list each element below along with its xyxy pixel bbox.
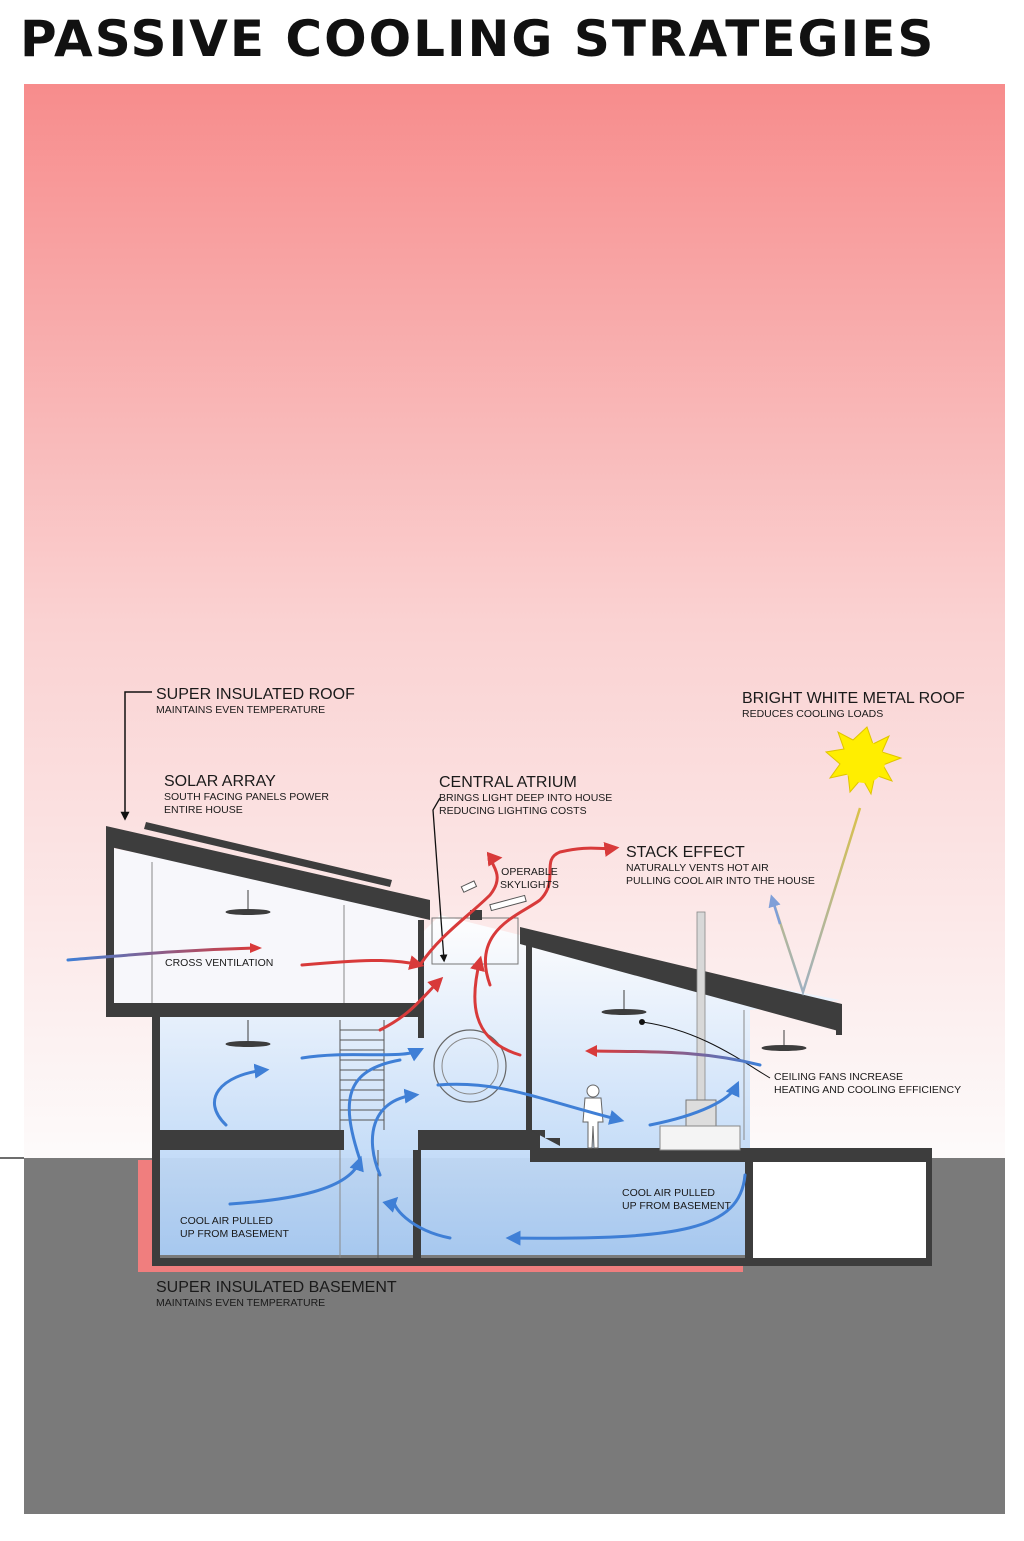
stack-title: STACK EFFECT [626, 844, 745, 861]
label-operable-skylights: OPERABLE SKYLIGHTS [500, 866, 559, 892]
cool-air-left-line-1: COOL AIR PULLED [180, 1215, 273, 1227]
label-super-insulated-roof: SUPER INSULATED ROOF MAINTAINS EVEN TEMP… [156, 686, 355, 717]
right-roof [520, 927, 842, 1032]
skylights-line-1: OPERABLE [501, 866, 558, 878]
hot-air-arrow [483, 841, 620, 987]
fan-leader-line [641, 1021, 771, 1079]
cool-air-arrow [347, 1058, 402, 1162]
cool-air-arrow [382, 1196, 452, 1240]
roof-subtitle: MAINTAINS EVEN TEMPERATURE [156, 704, 326, 716]
atrium-leader-arrow [432, 797, 448, 963]
hot-air-arrow [418, 851, 503, 967]
roof-leader-arrow [120, 691, 152, 821]
roof-title: SUPER INSULATED ROOF [156, 686, 355, 703]
fans-line-1: CEILING FANS INCREASE [774, 1071, 903, 1083]
label-super-insulated-basement: SUPER INSULATED BASEMENT MAINTAINS EVEN … [156, 1279, 397, 1310]
solar-title: SOLAR ARRAY [164, 773, 276, 790]
cool-air-arrow [436, 1082, 625, 1125]
atrium-title: CENTRAL ATRIUM [439, 774, 577, 791]
left-roof [106, 826, 430, 920]
cool-air-arrow [370, 1088, 420, 1177]
cool-air-arrow [213, 1063, 270, 1127]
hot-air-arrow [470, 955, 522, 1057]
solar-panel [144, 822, 392, 887]
label-cool-air-left: COOL AIR PULLED UP FROM BASEMENT [180, 1215, 289, 1241]
interior-space [155, 915, 840, 1255]
label-ceiling-fans: CEILING FANS INCREASE HEATING AND COOLIN… [774, 1071, 961, 1097]
skylights-line-2: SKYLIGHTS [500, 879, 559, 891]
cool-air-arrow [300, 1047, 425, 1062]
label-cool-air-right: COOL AIR PULLED UP FROM BASEMENT [622, 1187, 731, 1213]
label-cross-ventilation: CROSS VENTILATION [165, 957, 274, 969]
basement-insulation [138, 1160, 152, 1264]
cross-ventilation-arrow [66, 946, 257, 962]
hot-air-arrow [300, 955, 425, 970]
stack-subtitle-2: PULLING COOL AIR INTO THE HOUSE [626, 875, 815, 887]
atrium-subtitle-2: REDUCING LIGHTING COSTS [439, 805, 587, 817]
label-solar-array: SOLAR ARRAY SOUTH FACING PANELS POWER EN… [164, 773, 329, 817]
sun-icon [824, 726, 903, 796]
cool-air-arrow [505, 1173, 747, 1246]
basement-title: SUPER INSULATED BASEMENT [156, 1279, 397, 1296]
cool-air-right-line-2: UP FROM BASEMENT [622, 1200, 731, 1212]
cool-air-arrow [648, 1080, 740, 1127]
ceiling-fan-icon [225, 890, 807, 1051]
cool-air-arrow [228, 1155, 364, 1206]
solar-subtitle-1: SOUTH FACING PANELS POWER [164, 791, 329, 803]
sun-ray-reflection [770, 807, 862, 997]
white-roof-subtitle: REDUCES COOLING LOADS [742, 708, 884, 720]
label-central-atrium: CENTRAL ATRIUM BRINGS LIGHT DEEP INTO HO… [439, 774, 612, 818]
hot-air-arrow [378, 976, 444, 1032]
stack-subtitle-1: NATURALLY VENTS HOT AIR [626, 862, 769, 874]
white-roof-title: BRIGHT WHITE METAL ROOF [742, 690, 965, 707]
cool-air-left-line-2: UP FROM BASEMENT [180, 1228, 289, 1240]
basement-subtitle: MAINTAINS EVEN TEMPERATURE [156, 1297, 326, 1309]
label-stack-effect: STACK EFFECT NATURALLY VENTS HOT AIR PUL… [626, 844, 815, 888]
label-bright-white-roof: BRIGHT WHITE METAL ROOF REDUCES COOLING … [742, 690, 965, 721]
atrium-subtitle-1: BRINGS LIGHT DEEP INTO HOUSE [439, 792, 613, 804]
solar-subtitle-2: ENTIRE HOUSE [164, 804, 243, 816]
page-title: PASSIVE COOLING STRATEGIES [20, 10, 936, 68]
fans-line-2: HEATING AND COOLING EFFICIENCY [774, 1084, 962, 1096]
round-window [433, 1029, 507, 1103]
cool-air-right-line-1: COOL AIR PULLED [622, 1187, 715, 1199]
fan-return-arrow [593, 1049, 762, 1067]
